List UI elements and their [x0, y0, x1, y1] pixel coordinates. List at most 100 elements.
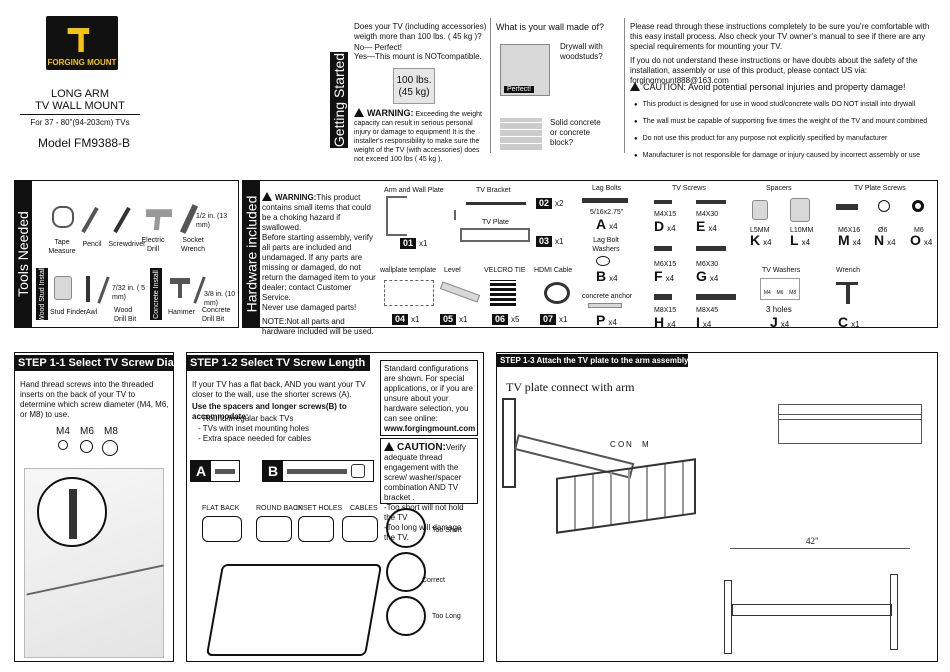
concrete-install-label: Concrete Install	[152, 269, 160, 319]
tool-socket: Socket Wrench	[181, 237, 205, 253]
washer-m4: M4	[763, 290, 771, 296]
tool-screwdriver: Screwdriver	[108, 241, 146, 248]
step12-list-item: - Extra space needed for cables	[198, 434, 311, 443]
size-e: M4X30	[696, 211, 719, 218]
plate-rail	[778, 414, 922, 420]
size-f: M6X15	[654, 261, 677, 268]
hw-note: NOTE:Not all parts and hardware included…	[262, 317, 374, 336]
support-link[interactable]: www.forgingmount.com	[384, 424, 476, 433]
m6-circle	[80, 440, 93, 453]
screw-icon	[69, 489, 77, 539]
wrench-label: Wrench	[836, 267, 860, 274]
round-back-label: ROUND BACK	[256, 505, 303, 512]
size-h: M8X15	[654, 307, 677, 314]
step11-text: Hand thread screws into the threaded ins…	[20, 380, 169, 419]
weight-warning: WARNING: Exceeding the weight capacity c…	[354, 108, 490, 164]
too-short-circle	[386, 508, 426, 548]
bullet-item: Do not use this product for any purpose …	[634, 134, 944, 145]
size-i: M8X45	[696, 307, 719, 314]
hand-screw-illustration	[24, 468, 164, 658]
weight-badge: 100 lbs. (45 kg)	[393, 68, 435, 104]
concrete-label: Solid concrete or concrete block?	[550, 118, 601, 147]
plate-screw-m-image	[836, 204, 858, 210]
wood-label: Wood Stud Install	[38, 266, 46, 322]
dimension-label: 42"	[804, 536, 821, 546]
step12-list-item: - TVs with inset mounting holes	[198, 424, 310, 433]
step12-title: STEP 1-2 Select TV Screw Length	[186, 355, 370, 371]
part-template-name: wallplate template	[380, 267, 437, 274]
lag-washers-label: Lag Bolt Washers	[592, 237, 620, 253]
hardware-label: Hardware included	[243, 195, 260, 313]
part-velcro-name: VELCRO TIE	[484, 267, 526, 274]
lag-size: 5/16x2.75"	[590, 209, 624, 216]
stud-finder-icon	[54, 276, 72, 300]
screw-b-icon	[287, 468, 348, 474]
screw-i-image	[696, 294, 736, 300]
part-plate-name: TV Plate	[482, 219, 509, 226]
hdmi-image	[544, 282, 570, 304]
size-g: M6X30	[696, 261, 719, 268]
read-paragraph: Please read through these instructions c…	[630, 22, 930, 51]
warning-icon	[262, 192, 272, 201]
screw-a-label: A	[191, 461, 212, 481]
label-o: O	[618, 440, 625, 449]
wood-stud-finder: Stud Finder	[50, 309, 87, 316]
wrench-icon	[846, 282, 850, 304]
correct-circle	[386, 552, 426, 592]
hardware-warning: WARNING:This product contains small item…	[262, 192, 376, 337]
hw-warning-l3: Never use damaged parts!	[262, 303, 357, 312]
weight-warning-title: WARNING:	[367, 108, 414, 118]
tv-plate-front-view	[770, 392, 930, 462]
bullet-item: Manufacturer is not responsible for dama…	[634, 151, 944, 162]
top-tv-plate	[890, 574, 898, 650]
part-level-name: Level	[444, 267, 461, 274]
header-divider	[624, 18, 625, 153]
anchor-label: concrete anchor	[582, 293, 633, 300]
wood-awl: Awl	[86, 309, 98, 316]
size-m: M6X16	[838, 227, 861, 234]
tv-washers-card: M4 M6 M8	[760, 278, 800, 300]
label-n: N	[626, 440, 632, 449]
weight-badge-kg: (45 kg)	[398, 87, 430, 98]
tools-side-bar: Tools Needed	[14, 180, 32, 328]
tv-screws-label: TV Screws	[672, 185, 706, 192]
screw-h-image	[654, 294, 672, 300]
part-bracket-name: TV Bracket	[476, 187, 511, 194]
step12-text2: Use the spacers and longer screws(B) to …	[192, 402, 347, 421]
m8-circle	[102, 440, 118, 456]
tv-edge	[26, 564, 164, 596]
spacers-label: Spacers	[766, 185, 792, 192]
spacer-k-image	[752, 200, 768, 220]
weight-warning-text: Exceeding the weight capacity can result…	[354, 111, 482, 163]
model-name: Model FM9388-B	[38, 136, 131, 150]
cables-detail	[342, 516, 378, 542]
concrete-drill-bit: Concrete Drill Bit	[202, 307, 231, 323]
screw-g-image	[696, 246, 726, 251]
flat-back-detail	[202, 516, 242, 542]
hammer-icon	[67, 28, 90, 52]
wall-plate	[502, 398, 516, 488]
std-config-box: Standard configurations are shown. For s…	[380, 360, 478, 436]
too-long-label: Too Long	[432, 613, 461, 620]
spacer-icon	[351, 464, 366, 478]
tool-tape: Tape Measure	[48, 239, 76, 255]
caution-line: CAUTION: Avoid potential personal injuri…	[630, 82, 946, 93]
cables-label: CABLES	[350, 505, 378, 512]
top-wall-plate	[724, 580, 732, 654]
step12-caution-title: CAUTION:	[397, 442, 446, 453]
wood-bar: Wood Stud Install	[36, 266, 48, 322]
hardware-side-bar: Hardware included	[242, 180, 260, 328]
too-short-label: Too Short	[432, 527, 462, 534]
step12-panel	[186, 352, 484, 662]
size-o: M6	[914, 227, 924, 234]
nut-o-image	[912, 200, 924, 212]
bullet-item: The wall must be capable of supporting f…	[634, 117, 944, 128]
size-n: Ø6	[878, 227, 888, 234]
std-config-text: Standard configurations are shown. For s…	[384, 364, 473, 423]
